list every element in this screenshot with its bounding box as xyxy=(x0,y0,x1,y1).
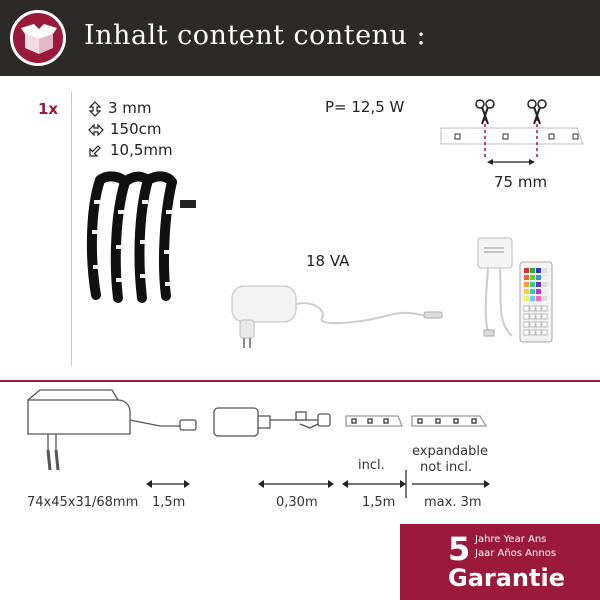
guarantee-badge: 5 Jahre Year Ans Jaar Años Annos Garanti… xyxy=(400,524,600,600)
cable-length-controller: 0,30m xyxy=(276,495,318,510)
spec-width: 150cm xyxy=(88,119,173,140)
not-included-label: not incl. xyxy=(420,460,473,475)
spec-depth: 10,5mm xyxy=(88,140,173,161)
section-divider xyxy=(0,380,600,382)
strip-length-max: max. 3m xyxy=(424,495,482,510)
spec-height: 3 mm xyxy=(88,98,173,119)
scissors-icon xyxy=(527,99,547,125)
cut-interval-label: 75 mm xyxy=(494,173,548,191)
spec-list: 3 mm 150cm 10,5mm xyxy=(88,98,173,161)
included-label: incl. xyxy=(358,458,385,473)
cut-diagram xyxy=(440,99,584,165)
strip-length-included: 1,5m xyxy=(362,495,396,510)
quantity-label: 1x xyxy=(38,100,59,118)
expandable-label: expandable xyxy=(412,444,489,459)
open-box-icon xyxy=(21,24,57,54)
scissors-icon xyxy=(475,99,495,125)
spec-height-value: 3 mm xyxy=(108,99,152,117)
height-arrow-icon xyxy=(88,100,102,117)
system-diagram xyxy=(27,389,490,498)
vertical-divider xyxy=(71,92,72,366)
guarantee-line-1: Jahre Year Ans xyxy=(475,534,547,545)
guarantee-years: 5 xyxy=(448,530,471,568)
led-strip-coil xyxy=(86,171,196,303)
header-bar: Inhalt content contenu : xyxy=(0,0,600,76)
adapter-dimensions: 74x45x31/68mm xyxy=(27,495,139,510)
power-adapter-image xyxy=(231,285,443,348)
spec-depth-value: 10,5mm xyxy=(110,141,173,159)
spec-width-value: 150cm xyxy=(110,120,162,138)
width-arrow-icon xyxy=(88,123,104,136)
guarantee-label: Garantie xyxy=(448,564,565,592)
page-title: Inhalt content contenu : xyxy=(84,20,427,51)
diagonal-arrow-icon xyxy=(89,144,101,157)
cable-length-adapter: 1,5m xyxy=(152,495,186,510)
package-badge xyxy=(10,10,66,66)
controller-remote-image xyxy=(477,237,553,343)
adapter-rating: 18 VA xyxy=(306,252,350,270)
guarantee-line-2: Jaar Años Annos xyxy=(475,548,557,559)
power-rating: P= 12,5 W xyxy=(325,98,405,116)
